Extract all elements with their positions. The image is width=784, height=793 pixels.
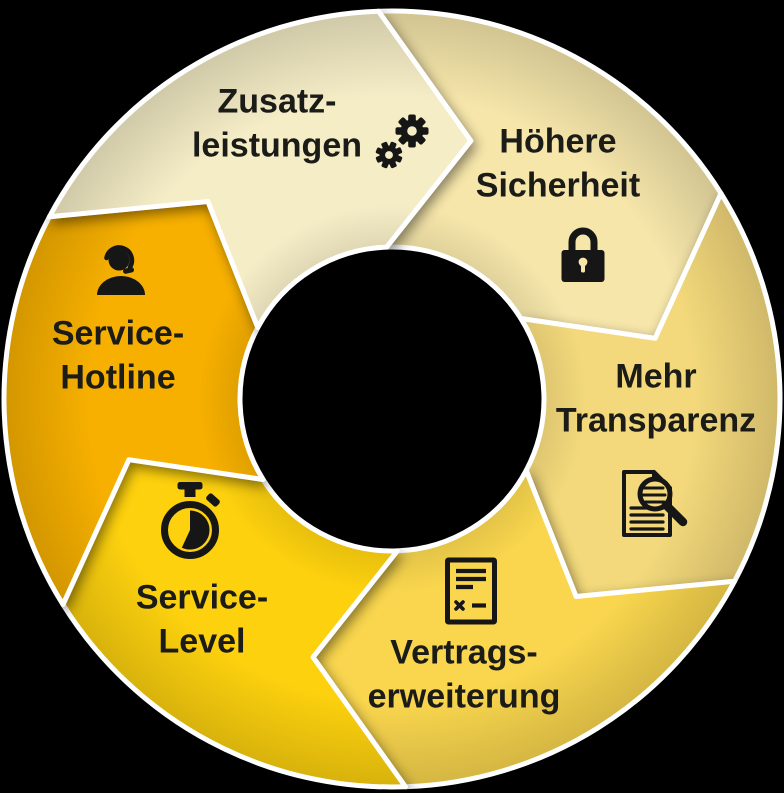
segment-zusatzleistungen <box>46 8 474 331</box>
label-line: Mehr <box>615 357 697 396</box>
label-line: Vertrags- <box>390 633 538 672</box>
label-vertragserweiterung: Vertrags- erweiterung <box>368 631 561 718</box>
contract-icon <box>445 557 497 625</box>
label-service-level: Service- Level <box>136 576 268 663</box>
lock-icon <box>561 227 605 282</box>
segment-vertragserweiterung <box>310 467 738 790</box>
label-mehr-transparenz: Mehr Transparenz <box>556 355 756 442</box>
segment-service-level <box>60 457 408 790</box>
label-line: erweiterung <box>367 677 561 715</box>
document-magnifier-icon <box>622 470 688 537</box>
stopwatch-icon <box>161 482 220 559</box>
label-line: Sicherheit <box>475 166 641 204</box>
label-line: Hotline <box>60 358 176 396</box>
label-line: leistungen <box>191 126 363 164</box>
label-line: Level <box>158 622 246 660</box>
headset-person-icon <box>97 245 145 295</box>
label-line: Höhere <box>499 122 617 161</box>
label-line: Transparenz <box>555 401 757 439</box>
label-hoehere-sicherheit: Höhere Sicherheit <box>476 120 640 207</box>
label-line: Service- <box>51 314 185 353</box>
segment-service-hotline <box>1 199 266 608</box>
gears-icon <box>375 114 429 169</box>
segment-hoehere-sicherheit <box>376 8 724 341</box>
label-line: Zusatz- <box>217 82 337 121</box>
segment-mehr-transparenz <box>518 190 783 599</box>
label-zusatzleistungen: Zusatz- leistungen <box>192 80 362 167</box>
label-line: Service- <box>135 578 269 617</box>
label-service-hotline: Service- Hotline <box>52 312 184 399</box>
